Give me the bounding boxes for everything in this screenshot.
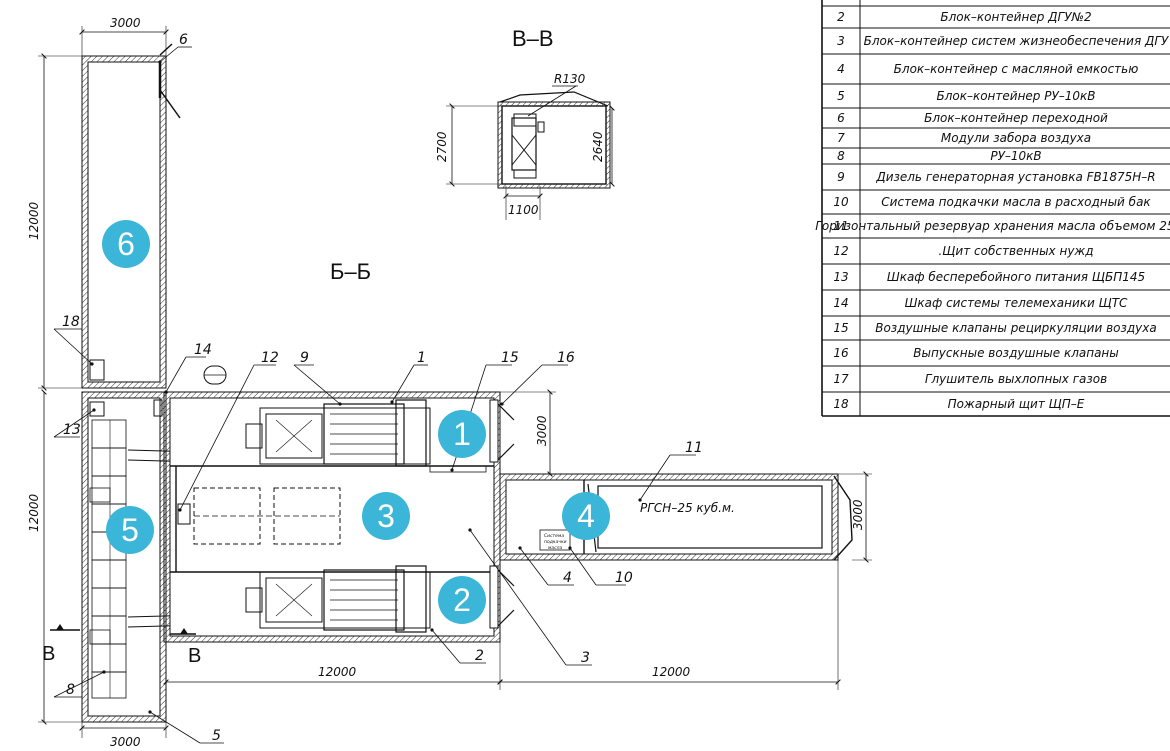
legend-row-num: 2 [837, 10, 845, 24]
block-label-circle [562, 492, 610, 540]
legend-row-num: 12 [833, 244, 848, 258]
legend-row-name: Выпускные воздушные клапаны [913, 346, 1119, 360]
block-label-circle [362, 492, 410, 540]
legend-row-name: Горизонтальный резервуар хранения масла … [815, 219, 1170, 233]
legend-row-name: .Щит собственных нужд [938, 244, 1093, 258]
callout-number: 5 [212, 728, 221, 744]
engine-1 [245, 399, 431, 467]
dim-horizontal-left: 12000 [318, 665, 357, 679]
legend-row-name: Блок–контейнер ДГУ№2 [940, 10, 1091, 24]
legend-row-name: Шкаф системы телемеханики ЩТС [905, 296, 1128, 310]
callout-number: 14 [194, 342, 212, 358]
legend-row-num: 18 [833, 397, 849, 411]
callout-number: 13 [63, 422, 81, 438]
legend-row-name: Глушитель выхлопных газов [925, 372, 1107, 386]
callout-number: 8 [66, 682, 75, 698]
callout-number: 9 [300, 350, 309, 366]
dim-vv-radius: R130 [554, 72, 586, 86]
main-plan: РГСН–25 куб.м. Система подкачки масла 30… [27, 16, 872, 749]
callout-number: 4 [563, 570, 572, 586]
block-label-number: 2 [453, 582, 471, 618]
legend-row-name: Блок–контейнер переходной [924, 111, 1108, 125]
legend-row-name: Блок–контейнер РУ–10кВ [936, 89, 1095, 103]
callout-number: 16 [557, 350, 575, 366]
callout-number: 10 [615, 570, 633, 586]
cut-marker-left: В [42, 643, 55, 665]
dim-bottom-width: 3000 [110, 735, 141, 749]
block-label-number: 3 [377, 498, 395, 534]
dim-vv-width: 1100 [508, 203, 539, 217]
callout-number: 15 [501, 350, 519, 366]
tank-label: РГСН–25 куб.м. [640, 501, 735, 515]
legend-row-name: Пожарный щит ЩП–Е [948, 397, 1085, 411]
legend-row-num: 9 [837, 170, 845, 184]
legend-row-num: 10 [833, 195, 849, 209]
legend-table: 2 Блок–контейнер ДГУ№2 3 Блок–контейнер сис… [815, 0, 1170, 417]
dim-vv-height-left: 2700 [435, 131, 449, 162]
legend-row-num: 7 [837, 131, 845, 145]
legend-row-num: 11 [833, 219, 848, 233]
legend-row-name: Система подкачки масла в расходный бак [881, 195, 1151, 209]
callout-number: 1 [417, 350, 426, 366]
block-label-circle [106, 506, 154, 554]
oil-pump-box [539, 529, 571, 551]
legend-row-name: Шкаф бесперебойного питания ЩБП145 [887, 270, 1145, 284]
legend-row-num: 3 [837, 34, 845, 48]
legend-row-num: 14 [833, 296, 848, 310]
engine-2 [245, 565, 431, 633]
legend-row-name: РУ–10кВ [990, 149, 1041, 163]
block-label-circle [438, 410, 486, 458]
callout-number: 3 [581, 650, 590, 666]
block-label-circle [102, 220, 150, 268]
block-label-number: 1 [453, 416, 471, 452]
legend-row-num: 6 [837, 111, 845, 125]
dim-vv-height-right: 2640 [591, 131, 605, 162]
dim-unit-height-top: 3000 [535, 415, 549, 446]
callout-number: 6 [179, 32, 188, 48]
legend-row-num: 8 [837, 149, 845, 163]
legend-row-name: Воздушные клапаны рециркуляции воздуха [875, 321, 1157, 335]
oil-pump-text-1: Система [544, 533, 564, 539]
dim-vertical-upper: 12000 [27, 201, 41, 240]
dim-unit-height-right: 3000 [851, 499, 865, 530]
oil-pump-text-3: масла [548, 546, 563, 551]
legend-row-name: Модули забора воздуха [941, 131, 1091, 145]
section-title-bb: Б–Б [330, 259, 371, 284]
section-vv-drawing: R130 2700 2640 1100 [435, 72, 615, 220]
dim-top-width: 3000 [110, 16, 141, 30]
section-title-vv: В–В [512, 26, 554, 51]
callout-number: 18 [62, 314, 80, 330]
callout-number: 12 [261, 350, 279, 366]
callout-number: 11 [685, 440, 703, 456]
legend-row-num: 15 [833, 321, 848, 335]
legend-row-name: Дизель генераторная установка FB1875H–R [875, 170, 1155, 184]
legend-row-name: Блок–контейнер с масляной емкостью [894, 62, 1139, 76]
legend-row-num: 17 [833, 372, 849, 386]
oil-pump-text-2: подкачки [544, 540, 567, 545]
legend-row-num: 5 [837, 89, 845, 103]
block-label-number: 6 [117, 226, 135, 262]
dim-vertical-lower: 12000 [27, 493, 41, 532]
dim-horizontal-right: 12000 [652, 665, 691, 679]
legend-row-name: Блок–контейнер систем жизнеобеспечения Д… [864, 34, 1169, 48]
callout-number: 2 [475, 648, 484, 664]
block-label-number: 5 [121, 512, 139, 548]
cut-marker-right: В [188, 645, 201, 667]
legend-row-num: 4 [837, 62, 845, 76]
legend-row-num: 16 [833, 346, 849, 360]
block-label-number: 4 [577, 498, 595, 534]
legend-row-num: 13 [833, 270, 848, 284]
block-label-circle [438, 576, 486, 624]
